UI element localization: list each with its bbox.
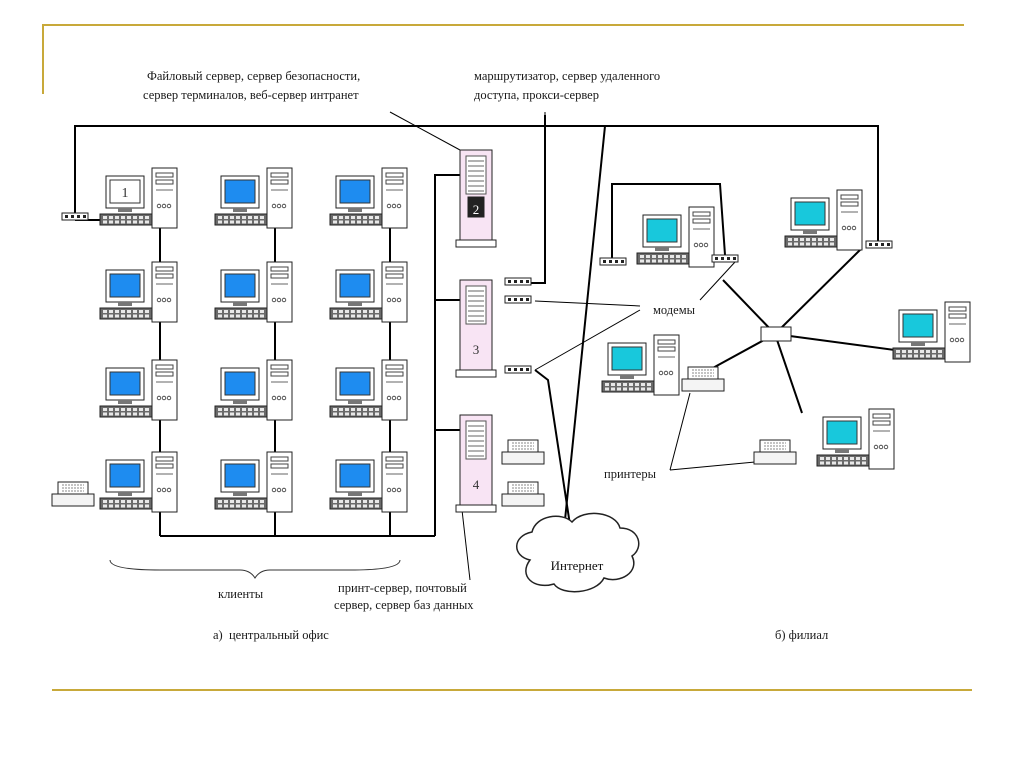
client-computer-r4c3: [329, 451, 408, 513]
branch-computer-5: [816, 408, 895, 470]
caption-central-office: а) центральный офис: [213, 628, 329, 642]
client-number: 1: [122, 186, 129, 201]
callout-printer-1: [669, 392, 691, 471]
server-bus-wire: [434, 174, 460, 536]
label-printers: принтеры: [604, 467, 656, 481]
printer-client: [51, 481, 95, 507]
branch-star-wire-2: [774, 247, 863, 335]
printer-office-1: [501, 439, 545, 465]
label-clients: клиенты: [218, 587, 264, 601]
branch-computer-1: [636, 206, 715, 268]
clients-brace: [109, 559, 401, 579]
label-print-server-1: принт-сервер, почтовый: [338, 581, 467, 595]
branch-star-wire-1: [722, 279, 776, 335]
top-accent-line: [42, 24, 964, 26]
modem-router-1: [504, 277, 532, 286]
branch-computer-4: [601, 334, 680, 396]
callout-modem-3: [699, 261, 736, 301]
client-computer-r1c1: [99, 167, 178, 229]
label-router-2: доступа, прокси-сервер: [474, 88, 599, 102]
modem-router-2: [504, 295, 532, 304]
callout-print-server: [461, 509, 471, 581]
label-print-server-2: сервер, сервер баз данных: [334, 598, 474, 612]
server-number: 2: [473, 202, 480, 217]
client-computer-r3c3: [329, 359, 408, 421]
caption-branch: б) филиал: [775, 628, 829, 642]
left-accent-line: [42, 24, 44, 94]
server-4: [455, 414, 497, 513]
label-servers-top-2: сервер терминалов, веб-сервер интранет: [143, 88, 359, 102]
branch-star-wire-3: [774, 333, 896, 351]
branch-modem-3: [599, 257, 627, 266]
callout-printer-2: [669, 461, 756, 471]
printer-branch-1: [681, 366, 725, 392]
client-computer-r4c2: [214, 451, 293, 513]
branch-star-wire-4: [774, 333, 803, 414]
label-servers-top-1: Файловый сервер, сервер безопасности,: [147, 69, 361, 83]
server-3: [455, 279, 497, 378]
backbone-wire: [74, 125, 879, 245]
router-modem-wire: [530, 115, 546, 284]
bottom-accent-line: [52, 689, 972, 691]
server-2: [455, 149, 497, 248]
branch-modem-1: [711, 254, 739, 263]
internet-modem-wire: [534, 369, 571, 526]
internet-uplink-wire: [564, 125, 606, 521]
client-computer-r2c1: [99, 261, 178, 323]
server-number: 3: [473, 342, 480, 357]
server-number: 4: [473, 477, 480, 492]
branch-computer-3: [892, 301, 971, 363]
branch-computer-2: [784, 189, 863, 251]
callout-modem-2: [534, 309, 641, 371]
branch-modem-wire: [611, 183, 726, 262]
branch-hub: [760, 326, 792, 342]
internet-cloud: [516, 512, 640, 593]
modem-router-3: [504, 365, 532, 374]
client-hub: [61, 212, 89, 221]
client-computer-r1c3: [329, 167, 408, 229]
printer-office-2: [501, 481, 545, 507]
printer-branch-2: [753, 439, 797, 465]
client-computer-r3c1: [99, 359, 178, 421]
label-router-1: маршрутизатор, сервер удаленного: [474, 69, 661, 83]
client-computer-r2c3: [329, 261, 408, 323]
internet-label: Интернет: [551, 558, 604, 573]
client-computer-r4c1: [99, 451, 178, 513]
branch-modem-2: [865, 240, 893, 249]
callout-servers: [389, 111, 461, 151]
client-computer-r2c2: [214, 261, 293, 323]
client-computer-r3c2: [214, 359, 293, 421]
callout-modem-1: [534, 300, 641, 307]
label-modems: модемы: [653, 303, 696, 317]
client-computer-r1c2: [214, 167, 293, 229]
